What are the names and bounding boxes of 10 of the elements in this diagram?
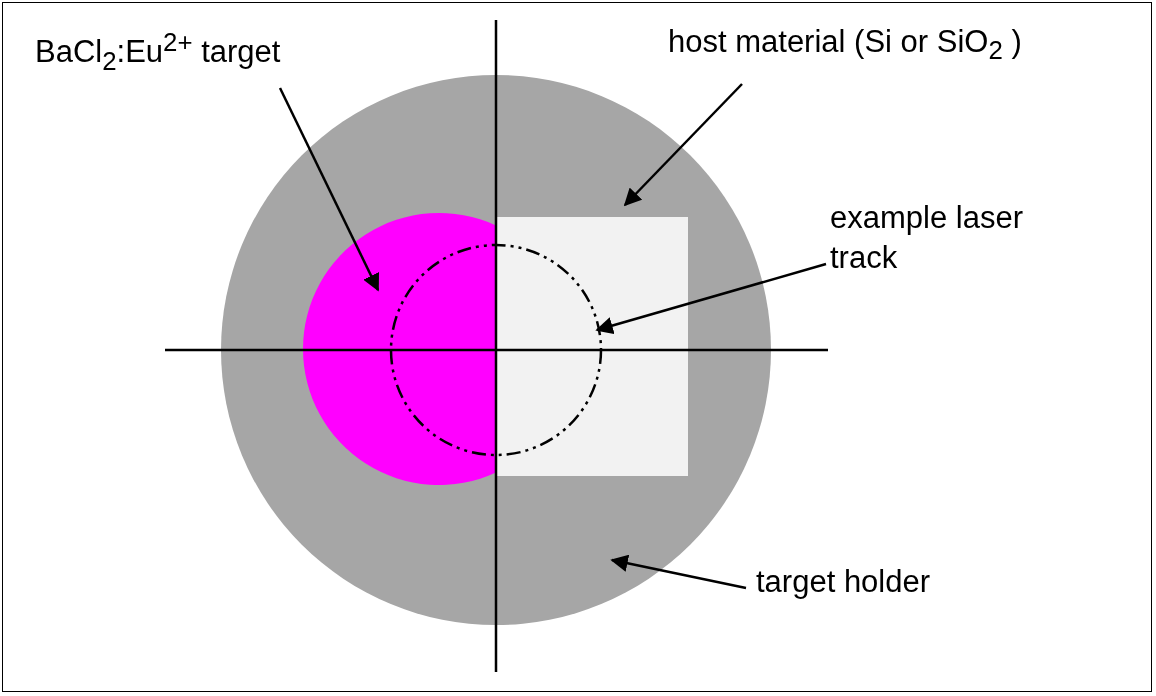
callout-label: host material (Si or SiO$_{2}$ ) bbox=[668, 22, 1108, 68]
callout-label: target holder bbox=[756, 562, 1016, 603]
callout-label: BaCl$_{2}$:Eu$^{2+}$ target bbox=[35, 26, 365, 79]
laser-track-circle bbox=[389, 243, 603, 457]
leader-line bbox=[623, 83, 743, 207]
leader-line bbox=[278, 87, 380, 292]
callout-label: example laser track bbox=[830, 198, 1030, 279]
host-square bbox=[496, 217, 688, 476]
leader-line bbox=[595, 262, 827, 335]
leader-line bbox=[610, 554, 747, 590]
